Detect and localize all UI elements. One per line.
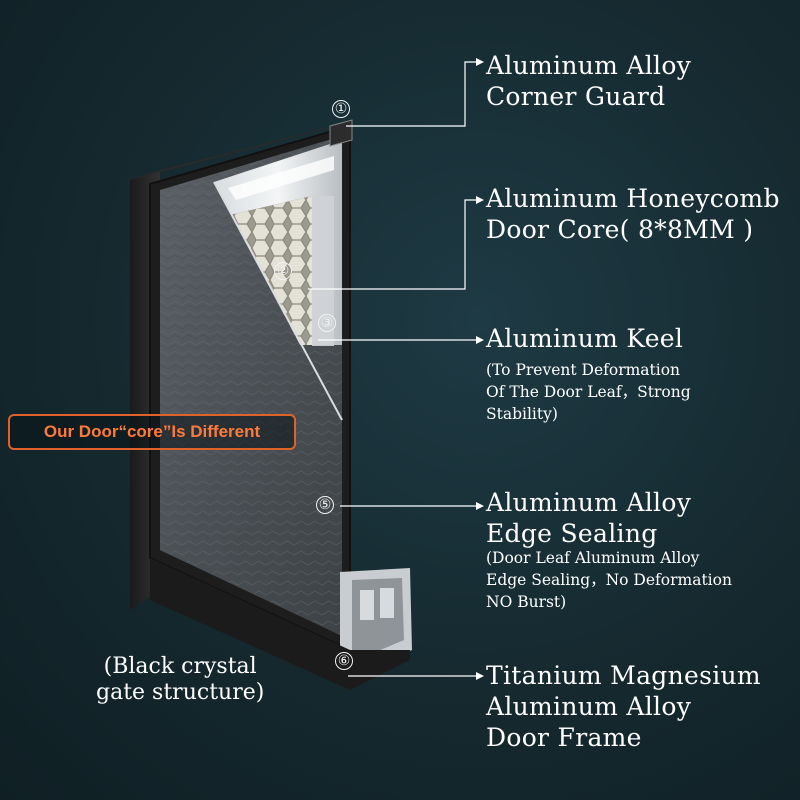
- note-line: Stability): [486, 405, 558, 423]
- note-line: Of The Door Leaf，Strong: [486, 383, 691, 401]
- honeycomb-core-title: Aluminum Honeycomb Door Core( 8*8MM ): [486, 183, 780, 245]
- callout-number-6: ⑥: [335, 652, 353, 670]
- note-line: (Door Leaf Aluminum Alloy: [486, 549, 700, 567]
- title-line: Aluminum Alloy: [486, 692, 692, 721]
- callout-number-1: ①: [332, 100, 350, 118]
- note-line: NO Burst): [486, 593, 567, 611]
- title-line: Aluminum Alloy: [486, 51, 692, 80]
- title-line: Corner Guard: [486, 82, 666, 111]
- edge-sealing-title: Aluminum Alloy Edge Sealing: [486, 487, 691, 549]
- callout-number-5: ⑤: [316, 496, 334, 514]
- keel-note: (To Prevent Deformation Of The Door Leaf…: [486, 359, 691, 425]
- corner-guard-title: Aluminum Alloy Corner Guard: [486, 50, 691, 112]
- title-line: Edge Sealing: [486, 519, 658, 548]
- callout-number-3: ③: [318, 314, 336, 332]
- title-line: Aluminum Alloy: [486, 488, 692, 517]
- title-line: Door Core( 8*8MM ): [486, 215, 754, 244]
- title-line: Door Frame: [486, 723, 642, 752]
- title-line: Aluminum Keel: [486, 324, 684, 353]
- note-line: (To Prevent Deformation: [486, 361, 681, 379]
- title-line: Titanium Magnesium: [486, 661, 761, 690]
- edge-sealing-note: (Door Leaf Aluminum Alloy Edge Sealing，N…: [486, 547, 732, 613]
- door-core-badge: Our Door“core”Is Different: [8, 414, 296, 450]
- structure-caption: (Black crystal gate structure): [96, 654, 264, 706]
- callout-number-2: ②: [274, 262, 292, 280]
- caption-line: gate structure): [96, 680, 265, 705]
- note-line: Edge Sealing，No Deformation: [486, 571, 732, 589]
- door-frame-title: Titanium Magnesium Aluminum Alloy Door F…: [486, 660, 761, 753]
- title-line: Aluminum Honeycomb: [486, 184, 780, 213]
- keel-title: Aluminum Keel: [486, 323, 683, 354]
- caption-line: (Black crystal: [103, 654, 257, 679]
